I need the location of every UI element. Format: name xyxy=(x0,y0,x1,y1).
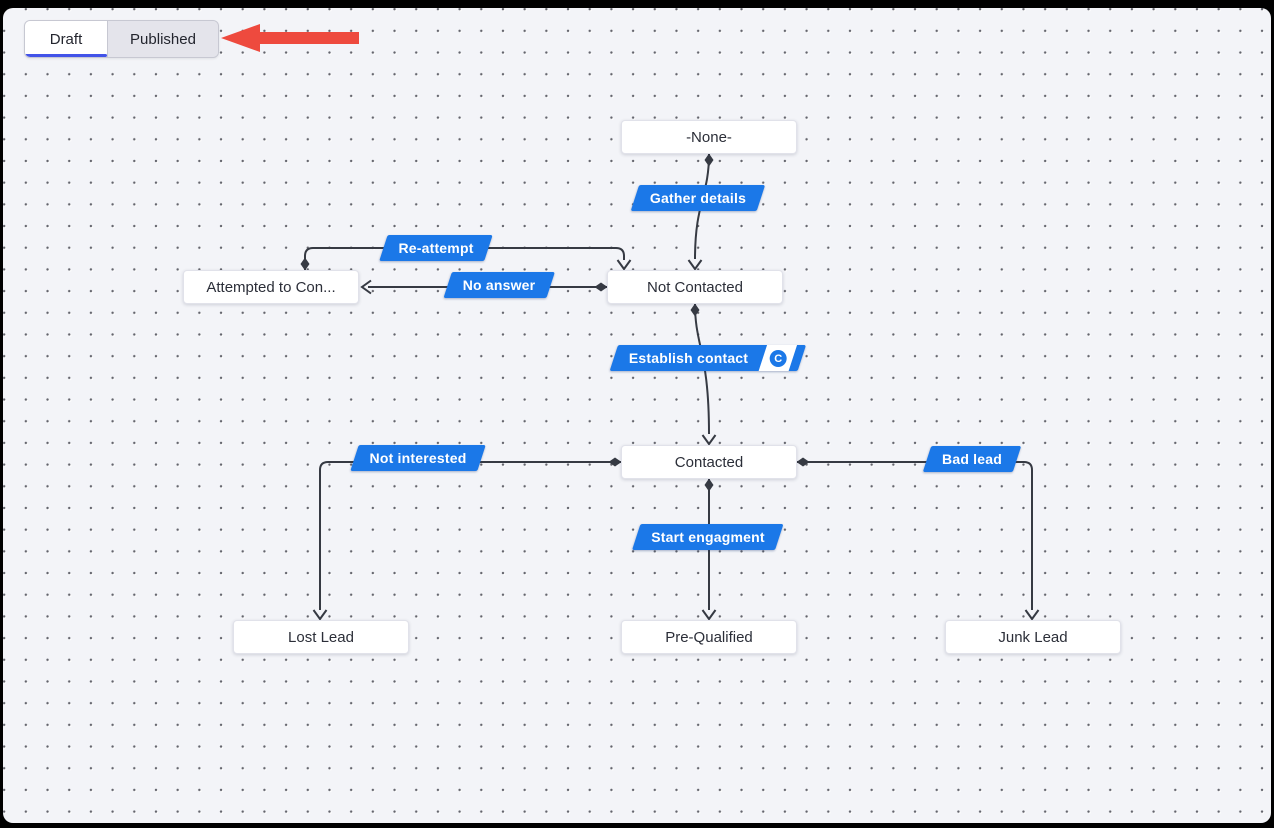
transition-label-start-engagment[interactable]: Start engagment xyxy=(632,524,784,550)
connector-not-interested xyxy=(319,461,621,610)
transition-label-text: No answer xyxy=(462,277,536,293)
source-marker-establish-contact xyxy=(690,303,700,317)
condition-badge-letter: C xyxy=(769,349,787,367)
arrowhead-bad-lead xyxy=(1024,609,1040,621)
source-marker-start-engagment xyxy=(704,478,714,492)
arrowhead-not-interested xyxy=(312,609,328,621)
transition-label-text: Re-attempt xyxy=(398,240,474,256)
transition-label-text: Not interested xyxy=(369,450,467,466)
source-marker-bad-lead xyxy=(796,457,810,467)
tab-draft[interactable]: Draft xyxy=(25,21,107,57)
transition-label-text: Bad lead xyxy=(942,451,1002,467)
source-marker-not-interested xyxy=(608,457,622,467)
transition-label-re-attempt[interactable]: Re-attempt xyxy=(379,235,493,261)
transition-label-bad-lead[interactable]: Bad lead xyxy=(922,446,1022,472)
state-node-none[interactable]: -None- xyxy=(621,120,797,154)
transition-label-establish-contact[interactable]: Establish contact C xyxy=(609,345,807,371)
state-node-not-contacted[interactable]: Not Contacted xyxy=(607,270,783,304)
transition-label-gather-details[interactable]: Gather details xyxy=(630,185,766,211)
arrowhead-start-engagment xyxy=(701,609,717,621)
state-node-lost-lead[interactable]: Lost Lead xyxy=(233,620,409,654)
arrowhead-no-answer xyxy=(360,279,372,295)
arrowhead-establish-contact xyxy=(701,434,717,446)
source-marker-no-answer xyxy=(594,282,608,292)
state-node-pre-qualified[interactable]: Pre-Qualified xyxy=(621,620,797,654)
connector-bad-lead xyxy=(797,461,1033,610)
transition-label-no-answer[interactable]: No answer xyxy=(443,272,555,298)
red-annotation-arrow-icon xyxy=(221,24,359,52)
arrowhead-re-attempt xyxy=(616,259,632,271)
tab-published[interactable]: Published xyxy=(107,21,218,57)
arrowhead-gather-details xyxy=(687,259,703,271)
state-node-contacted[interactable]: Contacted xyxy=(621,445,797,479)
transition-label-text: Gather details xyxy=(649,190,747,206)
transition-label-not-interested[interactable]: Not interested xyxy=(350,445,486,471)
draft-published-toggle: Draft Published xyxy=(24,20,219,58)
transition-label-text: Establish contact xyxy=(628,350,749,366)
transition-label-text: Start engagment xyxy=(651,529,765,545)
source-marker-gather-details xyxy=(704,153,714,167)
condition-badge: C xyxy=(758,345,798,371)
state-node-junk-lead[interactable]: Junk Lead xyxy=(945,620,1121,654)
state-node-attempted[interactable]: Attempted to Con... xyxy=(183,270,359,304)
source-marker-re-attempt xyxy=(300,257,310,271)
